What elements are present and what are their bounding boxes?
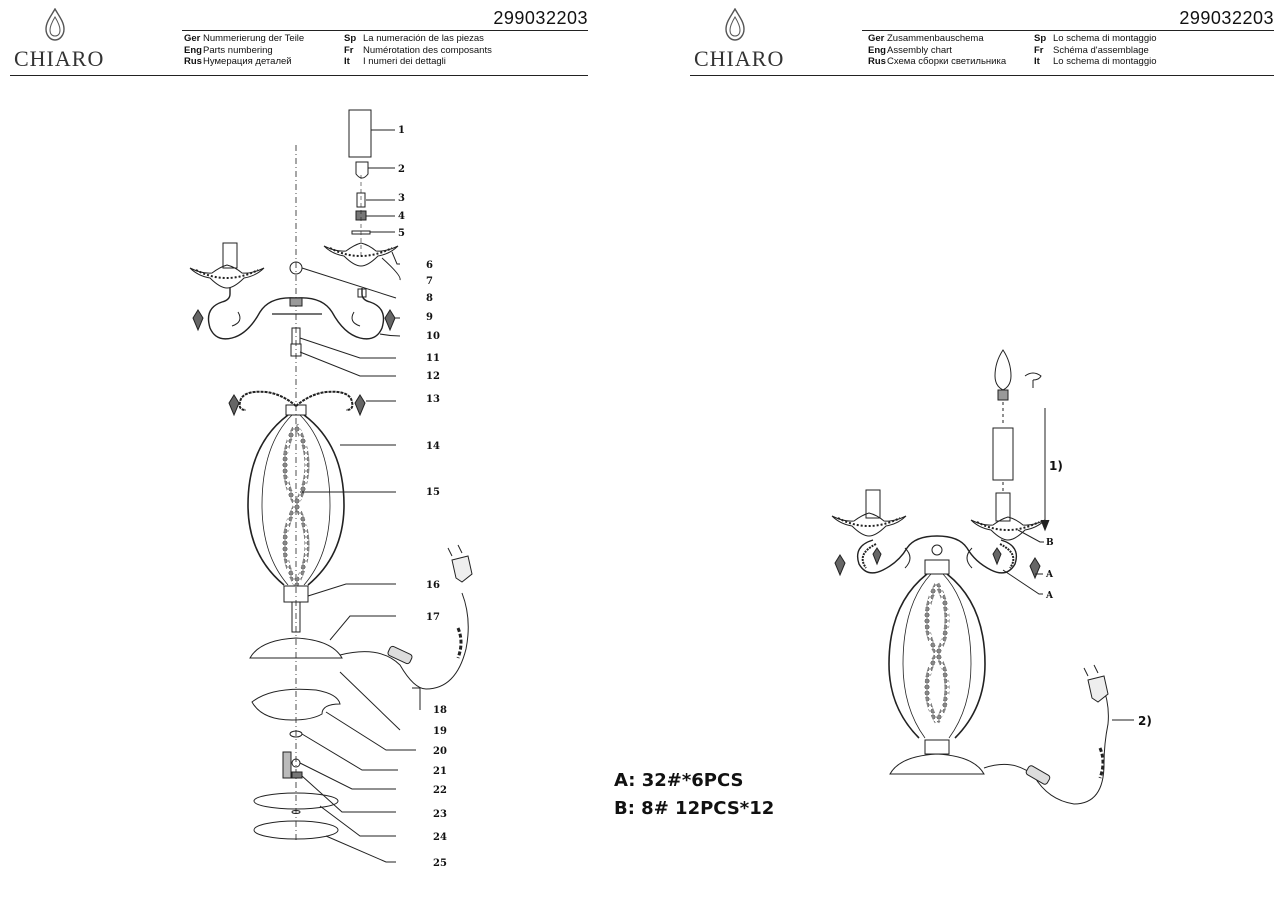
document-number: 299032203: [493, 8, 588, 28]
chiaro-logo: CHIARO: [690, 8, 785, 74]
plug-icon: [1087, 675, 1109, 703]
part-number: 12: [426, 371, 440, 382]
chiaro-logo: CHIARO: [10, 8, 105, 74]
part-cage-right: [303, 414, 345, 586]
exploded-view: [189, 109, 473, 863]
part-cage-left: [247, 414, 289, 586]
part-candle-sleeve: [348, 109, 372, 158]
part-number: 9: [426, 312, 433, 323]
part-numbers: 1 2 3 4 5 6 7 8 9 10 11 12 13 14 15 16 1…: [398, 125, 447, 869]
part-plate: [253, 792, 339, 810]
header-rule-bottom: [690, 75, 1274, 76]
part-base-dome: [249, 637, 343, 659]
part-scroll-left: [238, 390, 297, 411]
part-number: 1: [398, 125, 405, 136]
part-number: 4: [398, 211, 405, 222]
brand-name: CHIARO: [694, 46, 785, 71]
part-felt: [253, 820, 339, 840]
part-plug: [451, 555, 473, 583]
part-strain-relief: [282, 751, 292, 779]
part-scroll-right: [295, 390, 354, 411]
header-rule-top: [862, 30, 1274, 31]
part-number: 21: [433, 766, 447, 777]
part-crystal-left: [192, 309, 204, 332]
part-number: 10: [426, 331, 440, 342]
part-bead-strand-b: [282, 423, 310, 587]
part-stem: [291, 601, 301, 633]
part-number: 18: [433, 705, 447, 716]
part-number: 2: [398, 164, 405, 175]
part-number: 14: [426, 441, 440, 452]
part-number: 7: [426, 276, 433, 287]
part-number: 25: [433, 858, 447, 869]
rotate-arrow-icon: [1024, 372, 1042, 381]
assembly-labels: 1) B A A 2): [1045, 459, 1152, 728]
bulb-icon: [994, 349, 1012, 391]
brand-name: CHIARO: [14, 46, 105, 71]
document-number: 299032203: [1179, 8, 1274, 28]
lamp-base: [889, 753, 985, 775]
step-number: 1): [1049, 459, 1063, 473]
part-number: 8: [426, 293, 433, 304]
part-crystal-right: [384, 309, 396, 332]
part-number: 15: [426, 487, 440, 498]
lang-line: RusСхема сборки светильника: [868, 56, 1007, 67]
part-number: 19: [433, 726, 447, 737]
callout-label: A: [1045, 570, 1054, 580]
part-number: 13: [426, 394, 440, 405]
part-switch: [387, 645, 413, 665]
part-number: 17: [426, 612, 440, 623]
part-number: 20: [433, 746, 447, 757]
part-number: 24: [433, 832, 447, 843]
lang-line: RusНумерация деталей: [184, 56, 292, 67]
part-bulb: [355, 161, 369, 179]
part-number: 23: [433, 809, 447, 820]
part-connector: [290, 343, 302, 357]
assembled-view: [831, 349, 1134, 805]
part-number: 5: [398, 228, 405, 239]
header-rule-bottom: [10, 75, 588, 76]
callout-label: A: [1045, 591, 1054, 601]
part-cord: [339, 592, 469, 690]
part-number: 6: [426, 260, 433, 271]
part-bobeche-left: [189, 264, 265, 289]
part-number: 22: [433, 785, 447, 796]
part-candle-left: [222, 242, 238, 269]
lang-line: EngAssembly chart: [868, 44, 952, 56]
callout-label: B: [1046, 538, 1054, 548]
header-rule-top: [182, 30, 588, 31]
part-number: 3: [398, 193, 405, 204]
part-bobeche-right: [323, 242, 399, 267]
lang-line: EngParts numbering: [184, 44, 273, 56]
candle-sleeve: [992, 427, 1014, 481]
part-number: 11: [426, 353, 440, 364]
legend-crystal-b: B: 8# 12PCS*12: [614, 798, 775, 819]
step-number: 2): [1138, 714, 1152, 728]
part-weight: [251, 688, 341, 721]
part-number: 16: [426, 580, 440, 591]
legend-crystal-a: A: 32#*6PCS: [614, 770, 744, 791]
